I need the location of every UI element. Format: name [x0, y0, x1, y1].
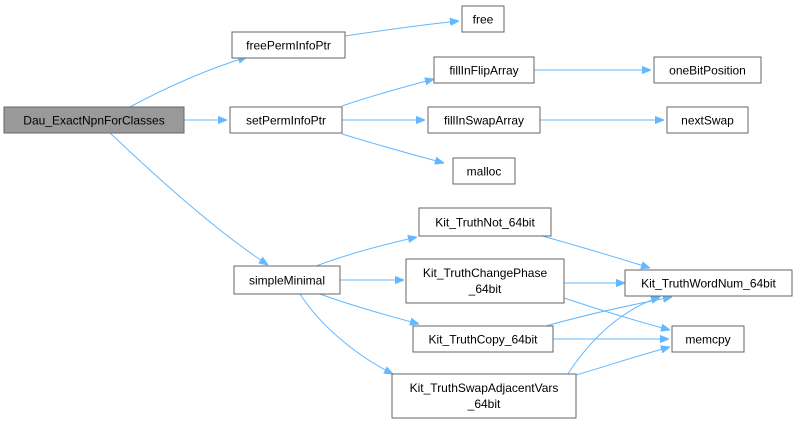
edge-truthNot-truthWordNum — [534, 233, 650, 268]
node-freeperminfoptr[interactable]: freePermInfoPtr — [231, 31, 346, 59]
node-label: Kit_TruthCopy_64bit — [429, 333, 539, 347]
node-setperminfoptr[interactable]: setPermInfoPtr — [229, 106, 343, 134]
edge-root-simpleMinimal — [109, 132, 268, 265]
node-fillinswaparray[interactable]: fillInSwapArray — [427, 106, 541, 134]
node-memcpy[interactable]: memcpy — [671, 325, 745, 353]
edge-root-freePermInfoPtr — [127, 57, 247, 109]
node-label: memcpy — [685, 333, 730, 347]
edge-truthSwap-memcpy — [575, 347, 670, 376]
node-kit-truthcopy-64bit[interactable]: Kit_TruthCopy_64bit — [412, 325, 554, 353]
node-label: fillInFlipArray — [449, 64, 518, 78]
edge-truthCopy-truthWordNum — [545, 297, 672, 327]
node-label: malloc — [467, 165, 502, 179]
node-kit-truthwordnum-64bit[interactable]: Kit_TruthWordNum_64bit — [624, 269, 793, 297]
node-label: nextSwap — [681, 114, 734, 128]
node-label: Dau_ExactNpnForClasses — [23, 114, 164, 128]
node-onebitposition[interactable]: oneBitPosition — [653, 56, 762, 84]
node-label-line1: Kit_TruthSwapAdjacentVars — [410, 381, 559, 395]
node-kit-truthchangephase-64bit[interactable]: Kit_TruthChangePhase _64bit — [405, 258, 565, 304]
node-label: Kit_TruthNot_64bit — [435, 216, 535, 230]
node-free[interactable]: free — [461, 5, 505, 33]
edge-truthSwap-truthWordNum — [566, 297, 660, 376]
node-label-line2: _64bit — [467, 397, 501, 411]
node-label: oneBitPosition — [669, 64, 746, 78]
edges — [109, 21, 672, 376]
node-label: setPermInfoPtr — [246, 114, 326, 128]
node-label: simpleMinimal — [249, 274, 325, 288]
edge-simpleMinimal-truthCopy — [319, 293, 419, 324]
edge-simpleMinimal-truthSwap — [299, 293, 393, 374]
node-nextswap[interactable]: nextSwap — [666, 106, 749, 134]
edge-truthChangePhase-memcpy — [563, 297, 670, 330]
edge-setPermInfoPtr-fillInFlipArray — [341, 79, 434, 107]
node-label-line1: Kit_TruthChangePhase — [423, 266, 548, 280]
node-dau-exactnpnforclasses[interactable]: Dau_ExactNpnForClasses — [3, 106, 185, 134]
edge-freePermInfoPtr-free — [344, 21, 459, 37]
node-fillinfliparray[interactable]: fillInFlipArray — [433, 56, 535, 84]
node-kit-truthnot-64bit[interactable]: Kit_TruthNot_64bit — [418, 207, 552, 237]
node-simpleminimal[interactable]: simpleMinimal — [233, 265, 341, 295]
node-label-line2: _64bit — [468, 282, 502, 296]
node-label: Kit_TruthWordNum_64bit — [641, 277, 776, 291]
edge-simpleMinimal-truthNot — [315, 237, 417, 267]
node-label: fillInSwapArray — [444, 114, 524, 128]
node-label: free — [473, 13, 494, 27]
node-kit-truthswapadjacentvars-64bit[interactable]: Kit_TruthSwapAdjacentVars _64bit — [391, 373, 577, 419]
edge-setPermInfoPtr-malloc — [341, 133, 444, 163]
node-malloc[interactable]: malloc — [452, 157, 516, 185]
node-label: freePermInfoPtr — [246, 39, 331, 53]
